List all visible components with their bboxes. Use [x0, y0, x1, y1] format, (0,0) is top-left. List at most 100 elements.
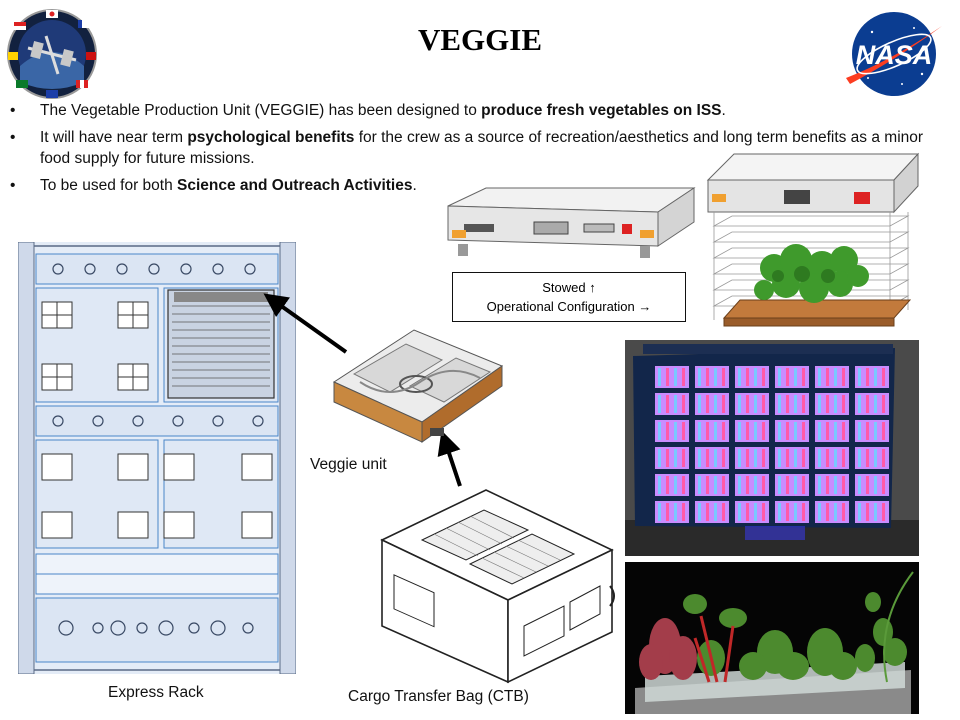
- led-strip: [842, 503, 845, 521]
- led-strip: [842, 395, 845, 413]
- led-strip: [706, 449, 709, 467]
- led-strip: [658, 449, 661, 467]
- led-strip: [762, 476, 765, 494]
- led-strip: [674, 449, 677, 467]
- led-strip: [682, 449, 685, 467]
- led-cell: [775, 393, 809, 415]
- led-strip: [658, 395, 661, 413]
- caption-veggie-unit: Veggie unit: [310, 456, 387, 473]
- led-strip: [666, 422, 669, 440]
- configuration-legend: Stowed ↑ Operational Configuration →: [452, 272, 686, 322]
- bullet-text: It will have near term: [40, 129, 188, 146]
- led-strip: [762, 368, 765, 386]
- led-strip: [682, 476, 685, 494]
- led-strip: [786, 503, 789, 521]
- led-cell: [655, 420, 689, 442]
- led-strip: [818, 503, 821, 521]
- led-strip: [714, 395, 717, 413]
- led-cell: [655, 393, 689, 415]
- led-strip: [778, 395, 781, 413]
- stowed-unit-drawing: [447, 187, 696, 258]
- led-cell: [655, 474, 689, 496]
- led-strip: [778, 368, 781, 386]
- led-strip: [754, 449, 757, 467]
- led-strip: [658, 503, 661, 521]
- led-strip: [682, 395, 685, 413]
- led-strip: [818, 449, 821, 467]
- cargo-transfer-bag-drawing: [380, 489, 615, 684]
- led-strip: [874, 503, 877, 521]
- led-strip: [802, 395, 805, 413]
- led-strip: [866, 395, 869, 413]
- led-cell: [735, 420, 769, 442]
- led-strip: [738, 368, 741, 386]
- led-strip: [818, 395, 821, 413]
- led-strip: [706, 476, 709, 494]
- led-strip: [746, 503, 749, 521]
- led-strip: [786, 476, 789, 494]
- page-title: VEGGIE: [417, 22, 543, 57]
- led-strip: [714, 503, 717, 521]
- led-cell: [695, 474, 729, 496]
- led-strip: [858, 476, 861, 494]
- led-strip: [682, 368, 685, 386]
- bullet-text: for the crew as a source of recreation/a…: [40, 129, 924, 167]
- led-strip: [674, 368, 677, 386]
- led-strip: [754, 503, 757, 521]
- veggie-unit-drawing: [332, 329, 504, 443]
- bullet-item: It will have near term psychological ben…: [10, 127, 945, 169]
- led-strip: [882, 395, 885, 413]
- bullet-emphasis: produce fresh vegetables on ISS: [481, 102, 722, 119]
- led-strip: [842, 449, 845, 467]
- led-strip: [722, 422, 725, 440]
- led-strip: [762, 449, 765, 467]
- led-strip: [754, 368, 757, 386]
- led-strip: [858, 503, 861, 521]
- led-strip: [874, 368, 877, 386]
- led-strip: [706, 368, 709, 386]
- led-cell: [655, 366, 689, 388]
- led-cell: [855, 447, 889, 469]
- led-strip: [778, 503, 781, 521]
- bullet-emphasis: psychological benefits: [187, 129, 355, 146]
- led-strip: [746, 422, 749, 440]
- led-strip: [658, 368, 661, 386]
- led-strip: [754, 422, 757, 440]
- led-strip: [714, 422, 717, 440]
- led-cell: [815, 474, 849, 496]
- led-strip: [722, 503, 725, 521]
- led-cell: [855, 420, 889, 442]
- led-strip: [826, 422, 829, 440]
- led-strip: [738, 422, 741, 440]
- led-strip: [882, 449, 885, 467]
- operational-configuration-drawing: [706, 152, 920, 327]
- led-strip: [882, 476, 885, 494]
- led-strip: [674, 422, 677, 440]
- led-strip: [834, 368, 837, 386]
- led-strip: [722, 476, 725, 494]
- led-strip: [794, 449, 797, 467]
- led-strip: [762, 503, 765, 521]
- led-cell: [855, 366, 889, 388]
- led-cell: [855, 474, 889, 496]
- led-strip: [842, 476, 845, 494]
- led-strip: [858, 449, 861, 467]
- led-strip: [866, 368, 869, 386]
- led-strip: [666, 503, 669, 521]
- led-strip: [834, 395, 837, 413]
- led-strip: [866, 503, 869, 521]
- bullet-text: .: [412, 177, 417, 194]
- led-light-panel-photo: [625, 340, 919, 556]
- led-cell: [855, 501, 889, 523]
- led-strip: [698, 503, 701, 521]
- led-strip: [738, 503, 741, 521]
- led-strip: [882, 422, 885, 440]
- led-strip: [706, 395, 709, 413]
- led-strip: [826, 449, 829, 467]
- led-cell: [855, 393, 889, 415]
- led-strip: [706, 422, 709, 440]
- led-strip: [802, 449, 805, 467]
- led-cell: [695, 366, 729, 388]
- led-strip: [698, 449, 701, 467]
- bullet-list: The Vegetable Production Unit (VEGGIE) h…: [10, 100, 945, 202]
